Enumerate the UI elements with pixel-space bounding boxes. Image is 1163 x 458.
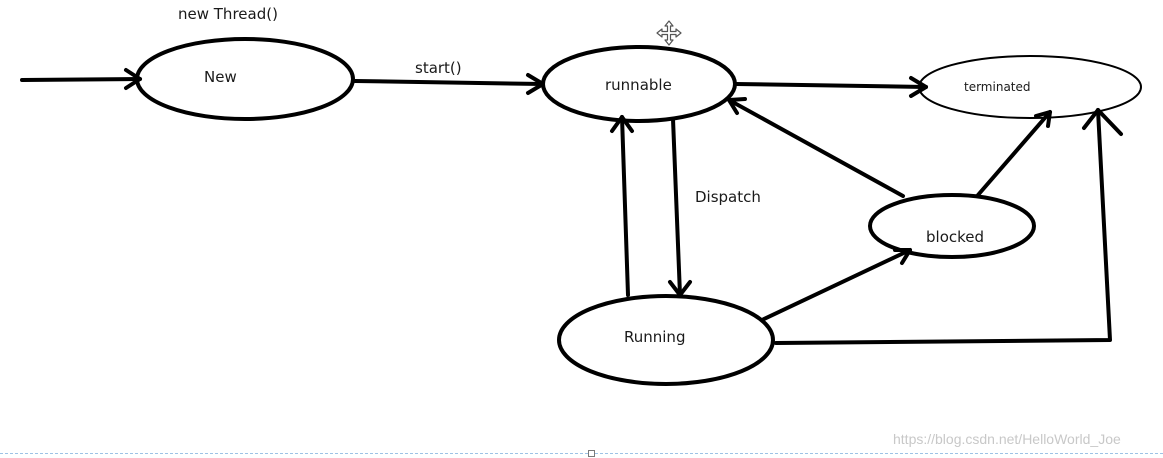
state-terminated-label: terminated — [964, 80, 1031, 94]
edge-running-to-runnable — [620, 115, 630, 297]
state-runnable-label: runnable — [605, 76, 672, 94]
edge-entry-to-new — [20, 77, 142, 82]
edge-new-to-runnable — [353, 79, 545, 86]
state-new-node — [135, 37, 355, 121]
state-blocked-label: blocked — [926, 228, 985, 246]
edge-runnable-to-terminated — [734, 82, 928, 89]
edge-running-to-terminated — [774, 108, 1112, 345]
selection-border — [0, 453, 1163, 454]
resize-handle-icon[interactable] — [588, 450, 595, 457]
dispatch-transition-label: Dispatch — [695, 188, 761, 206]
edge-running-to-runnable-arrowhead — [610, 115, 634, 133]
edge-runnable-to-running-arrowhead — [668, 280, 692, 297]
edge-blocked-to-runnable-arrowhead — [727, 97, 747, 115]
edge-blocked-to-terminated-arrowhead — [1034, 110, 1052, 128]
state-new-label: New — [204, 68, 237, 86]
edge-running-to-blocked-arrowhead — [893, 248, 912, 265]
edge-blocked-to-runnable — [727, 98, 905, 198]
edge-runnable-to-terminated-arrowhead — [909, 76, 928, 98]
new-thread-label: new Thread() — [178, 5, 278, 23]
watermark-text: https://blog.csdn.net/HelloWorld_Joe — [893, 431, 1121, 447]
move-cursor-icon[interactable] — [656, 20, 682, 46]
edge-running-to-blocked — [760, 248, 912, 322]
edge-entry-to-new-arrowhead — [124, 68, 142, 90]
edge-new-to-runnable-arrowhead — [526, 73, 545, 95]
state-running-label: Running — [624, 328, 686, 346]
edge-runnable-to-running — [671, 117, 682, 297]
state-blocked-node — [868, 193, 1036, 259]
start-transition-label: start() — [415, 59, 462, 77]
edge-running-to-terminated-arrowhead — [1082, 108, 1123, 136]
state-running-node — [557, 294, 775, 386]
edge-blocked-to-terminated — [976, 110, 1052, 197]
